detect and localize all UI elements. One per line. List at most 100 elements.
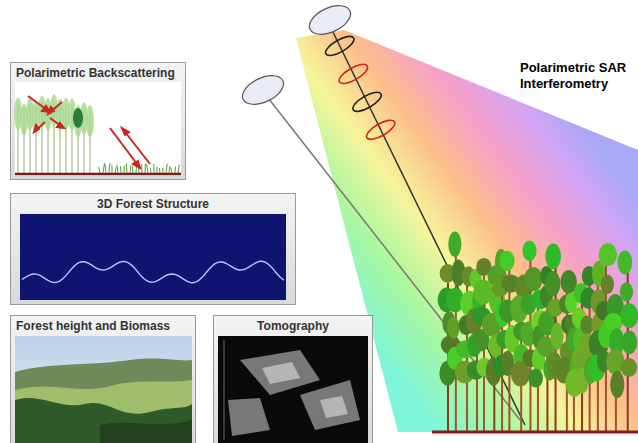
canopy-spike <box>147 240 149 282</box>
tree-crown <box>524 267 543 291</box>
panel-bg <box>10 193 296 305</box>
tree-crown <box>448 231 461 257</box>
far-hills <box>15 359 192 443</box>
canopy-spike <box>227 228 229 265</box>
canopy-spike <box>283 254 285 281</box>
tree-crown <box>86 105 94 137</box>
canopy-spike <box>201 244 203 278</box>
tree-crown <box>523 240 537 260</box>
canopy-spike <box>277 257 279 274</box>
canopy-spike <box>83 243 85 261</box>
canopy-spike <box>185 264 187 281</box>
canopy-spike <box>205 230 207 273</box>
canopy-spike <box>173 253 175 275</box>
canopy-spike <box>35 244 37 274</box>
grass <box>147 164 148 173</box>
tree-crown <box>73 108 83 128</box>
canopy-spike <box>215 221 217 263</box>
canopy-spike <box>163 255 165 276</box>
canopy-spike <box>193 251 195 283</box>
canopy-spike <box>207 243 209 271</box>
tomogram-texture <box>262 362 348 418</box>
canopy-spike <box>149 254 151 282</box>
grass <box>178 165 179 173</box>
canopy-spike <box>119 227 121 262</box>
grass <box>115 167 116 173</box>
panel-bg <box>10 62 186 180</box>
canopy-spike <box>41 230 43 277</box>
canopy-spike <box>97 253 99 269</box>
canopy-spike <box>145 237 147 280</box>
canopy-spike <box>99 232 101 270</box>
canopy-spike <box>211 223 213 266</box>
grass <box>120 166 122 173</box>
canopy-spike <box>179 238 181 276</box>
grass <box>132 166 134 173</box>
canopy-spike <box>183 260 185 279</box>
canopy-spike <box>217 235 219 262</box>
canopy-spike <box>273 236 275 270</box>
canopy-spike <box>39 230 41 275</box>
canopy-spike <box>127 241 129 262</box>
canopy-spike <box>157 248 159 280</box>
grass <box>103 164 104 173</box>
canopy-spike <box>89 226 91 264</box>
panel-bg <box>213 315 373 443</box>
grass <box>117 165 118 173</box>
canopy-spike <box>33 248 35 274</box>
canopy-spike <box>79 239 81 262</box>
canopy-spike <box>113 241 115 265</box>
canopy-spike <box>187 256 189 281</box>
canopy-spike <box>133 234 135 268</box>
polarization-helix <box>323 33 398 143</box>
canopy-spike <box>261 222 263 261</box>
tree-crown <box>447 317 459 339</box>
canopy-spike <box>143 234 145 279</box>
canopy-spike <box>279 249 281 277</box>
canopy-spike <box>171 240 173 274</box>
canopy-spike <box>65 253 67 275</box>
tree-crown <box>620 303 638 328</box>
backscatter-image <box>15 82 181 176</box>
canopy-spike <box>69 230 71 271</box>
tree-crown <box>499 251 514 271</box>
canopy-spike <box>135 227 137 270</box>
canopy-spike <box>213 231 215 264</box>
canopy-spike <box>31 244 33 274</box>
terrain-line <box>22 261 284 282</box>
tree-crown <box>545 244 561 270</box>
canopy-spike <box>21 247 23 279</box>
canopy-spike <box>271 233 273 268</box>
panel-heading: Tomography <box>214 316 372 336</box>
canopy-spike <box>253 234 255 263</box>
backscatter-panel: Polarimetric Backscattering <box>10 62 186 180</box>
canopy-spike <box>153 235 155 282</box>
canopy-spike <box>81 228 83 262</box>
canopy-spike <box>141 233 143 277</box>
canopy-spike <box>77 242 79 263</box>
structure-profile <box>22 216 284 283</box>
grass <box>153 164 154 173</box>
canopy-spike <box>281 253 283 279</box>
canopy-spike <box>93 243 95 266</box>
canopy-spike <box>191 261 193 283</box>
tree-crown <box>620 282 633 301</box>
canopy-spike <box>109 239 111 268</box>
canopy-spike <box>165 257 167 276</box>
canopy-spike <box>61 242 63 280</box>
canopy-spike <box>43 256 45 278</box>
canopy-spike <box>111 243 113 267</box>
tree-crown <box>545 271 561 296</box>
forest <box>438 231 638 432</box>
canopy-spike <box>181 262 183 278</box>
canopy-spike <box>59 255 61 281</box>
tree-crown <box>621 358 637 377</box>
tree-crown <box>610 371 624 398</box>
grass <box>124 165 125 173</box>
fields <box>15 380 192 443</box>
canopy-spike <box>175 234 177 275</box>
ground-line <box>432 431 638 434</box>
canopy-spike <box>91 230 93 266</box>
canopy-spike <box>257 223 259 262</box>
tree-crown <box>622 331 637 355</box>
